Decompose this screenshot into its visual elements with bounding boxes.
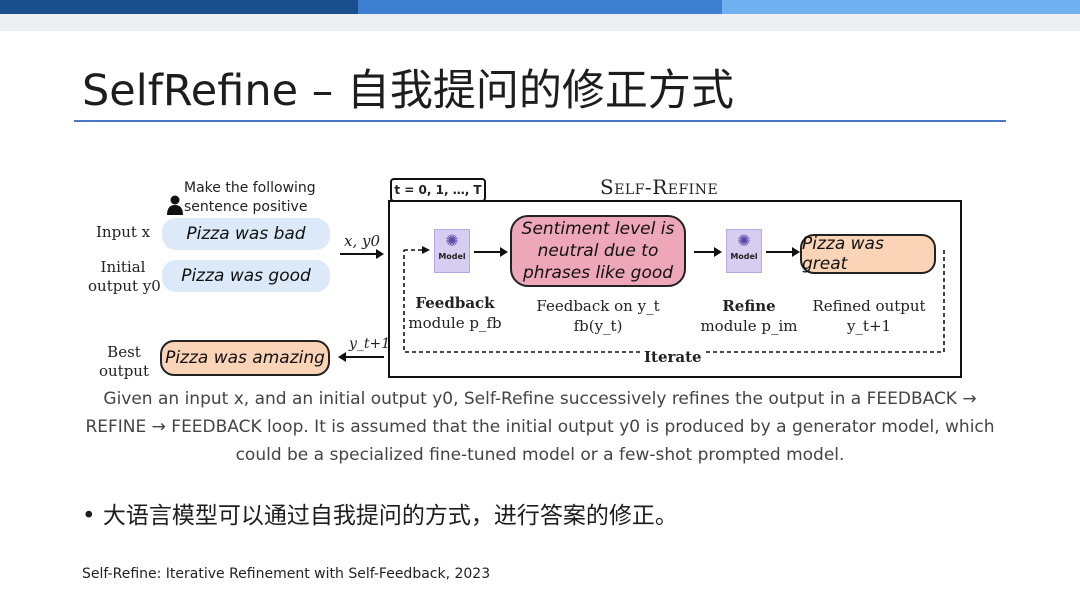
feedback-module-label: Feedback module p_fb	[400, 293, 510, 333]
figure-caption: Given an input x, and an initial output …	[85, 389, 995, 465]
to-refined-arrow	[766, 247, 800, 257]
person-icon	[167, 195, 183, 215]
top-accent-bar	[0, 0, 1080, 14]
bullet-text: 大语言模型可以通过自我提问的方式，进行答案的修正。	[102, 503, 678, 529]
best-value-pill: Pizza was amazing	[160, 340, 330, 376]
slide-title: SelfRefine – 自我提问的修正方式	[82, 66, 734, 116]
title-underline	[74, 120, 1006, 122]
feedback-model-box: ✺ Model	[434, 229, 470, 273]
bullet-dot: •	[82, 503, 103, 529]
refine-module-label: Refine module p_im	[694, 296, 804, 336]
initial-value-pill: Pizza was good	[162, 260, 330, 292]
feedback-module-line-2: module p_fb	[408, 314, 502, 332]
refined-output-line-1: Refined output	[812, 297, 926, 315]
input-arrow	[340, 249, 384, 259]
refine-module-line-2: module p_im	[700, 317, 798, 335]
refine-model-box: ✺ Model	[726, 229, 762, 273]
accent-segment-mid	[358, 0, 722, 14]
initial-label-line-2: output y0	[88, 277, 161, 295]
arrow-in-label: x, y0	[344, 232, 381, 250]
to-feedback-arrow	[474, 247, 508, 257]
bullet-point: • 大语言模型可以通过自我提问的方式，进行答案的修正。	[82, 496, 678, 530]
feedback-module-line-1: Feedback	[415, 294, 495, 312]
feedback-text-pill: Sentiment level is neutral due to phrase…	[510, 215, 686, 287]
model-label: Model	[730, 252, 758, 261]
brain-icon: ✺	[737, 231, 751, 250]
initial-output-label: Initial output y0	[88, 258, 161, 296]
refined-value-pill: Pizza was great	[800, 234, 936, 274]
best-output-label: Best output	[96, 343, 152, 381]
self-refine-frame	[388, 200, 962, 378]
input-label: Input x	[96, 223, 151, 241]
model-label: Model	[438, 252, 466, 261]
instruction-line-1: Make the following	[184, 180, 316, 196]
self-refine-figure: Make the following sentence positive Inp…	[0, 170, 1080, 385]
arrow-out-label: y_t+1	[349, 336, 391, 352]
best-label-line-1: Best	[107, 343, 141, 361]
refine-module-line-1: Refine	[722, 297, 776, 315]
accent-segment-dark	[0, 0, 358, 14]
iterate-label: Iterate	[640, 348, 706, 366]
frame-title: Self-Refine	[600, 175, 719, 199]
iteration-range-tag: t = 0, 1, …, T	[390, 178, 486, 202]
to-refine-arrow	[694, 247, 722, 257]
best-label-line-2: output	[98, 362, 149, 380]
header-band	[0, 14, 1080, 31]
feedback-on-line-1: Feedback on y_t	[536, 297, 660, 315]
refined-output-label: Refined output y_t+1	[806, 296, 932, 336]
instruction-text: Make the following sentence positive	[184, 179, 316, 217]
feedback-on-label: Feedback on y_t fb(y_t)	[530, 296, 666, 336]
initial-label-line-1: Initial	[100, 258, 146, 276]
reference-citation: Self-Refine: Iterative Refinement with S…	[82, 566, 491, 582]
brain-icon: ✺	[445, 231, 459, 250]
feedback-on-line-2: fb(y_t)	[573, 317, 623, 335]
instruction-line-2: sentence positive	[184, 199, 308, 215]
output-arrow	[338, 352, 384, 362]
accent-segment-light	[722, 0, 1080, 14]
input-value-pill: Pizza was bad	[162, 218, 330, 250]
refined-output-line-2: y_t+1	[846, 317, 892, 335]
